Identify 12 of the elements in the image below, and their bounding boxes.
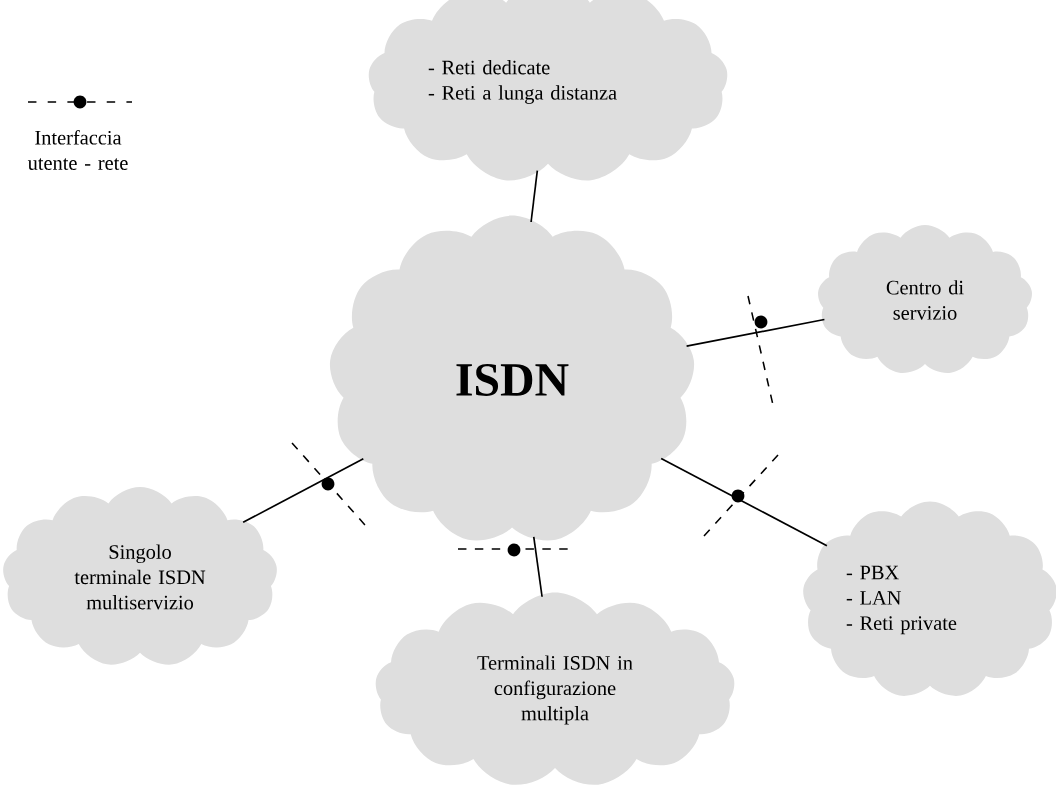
cloud-box: - PBX - LAN - Reti private [803,501,1056,696]
connector-line [242,457,365,524]
connector-line [660,457,828,547]
cloud-box: Singolo terminale ISDN multiservizio [3,487,277,665]
cloud-box: Centro di servizio [818,225,1032,374]
connector-line [532,536,543,598]
legend-text: Interfaccia utente - rete [27,130,128,170]
connector-line [530,169,539,223]
cloud-box: ISDN [329,215,695,541]
cloud-box: Terminali ISDN in configurazione multipla [375,592,735,785]
connector-line [685,318,826,347]
cloud-box: - Reti dedicate - Reti a lunga distanza [368,0,728,181]
